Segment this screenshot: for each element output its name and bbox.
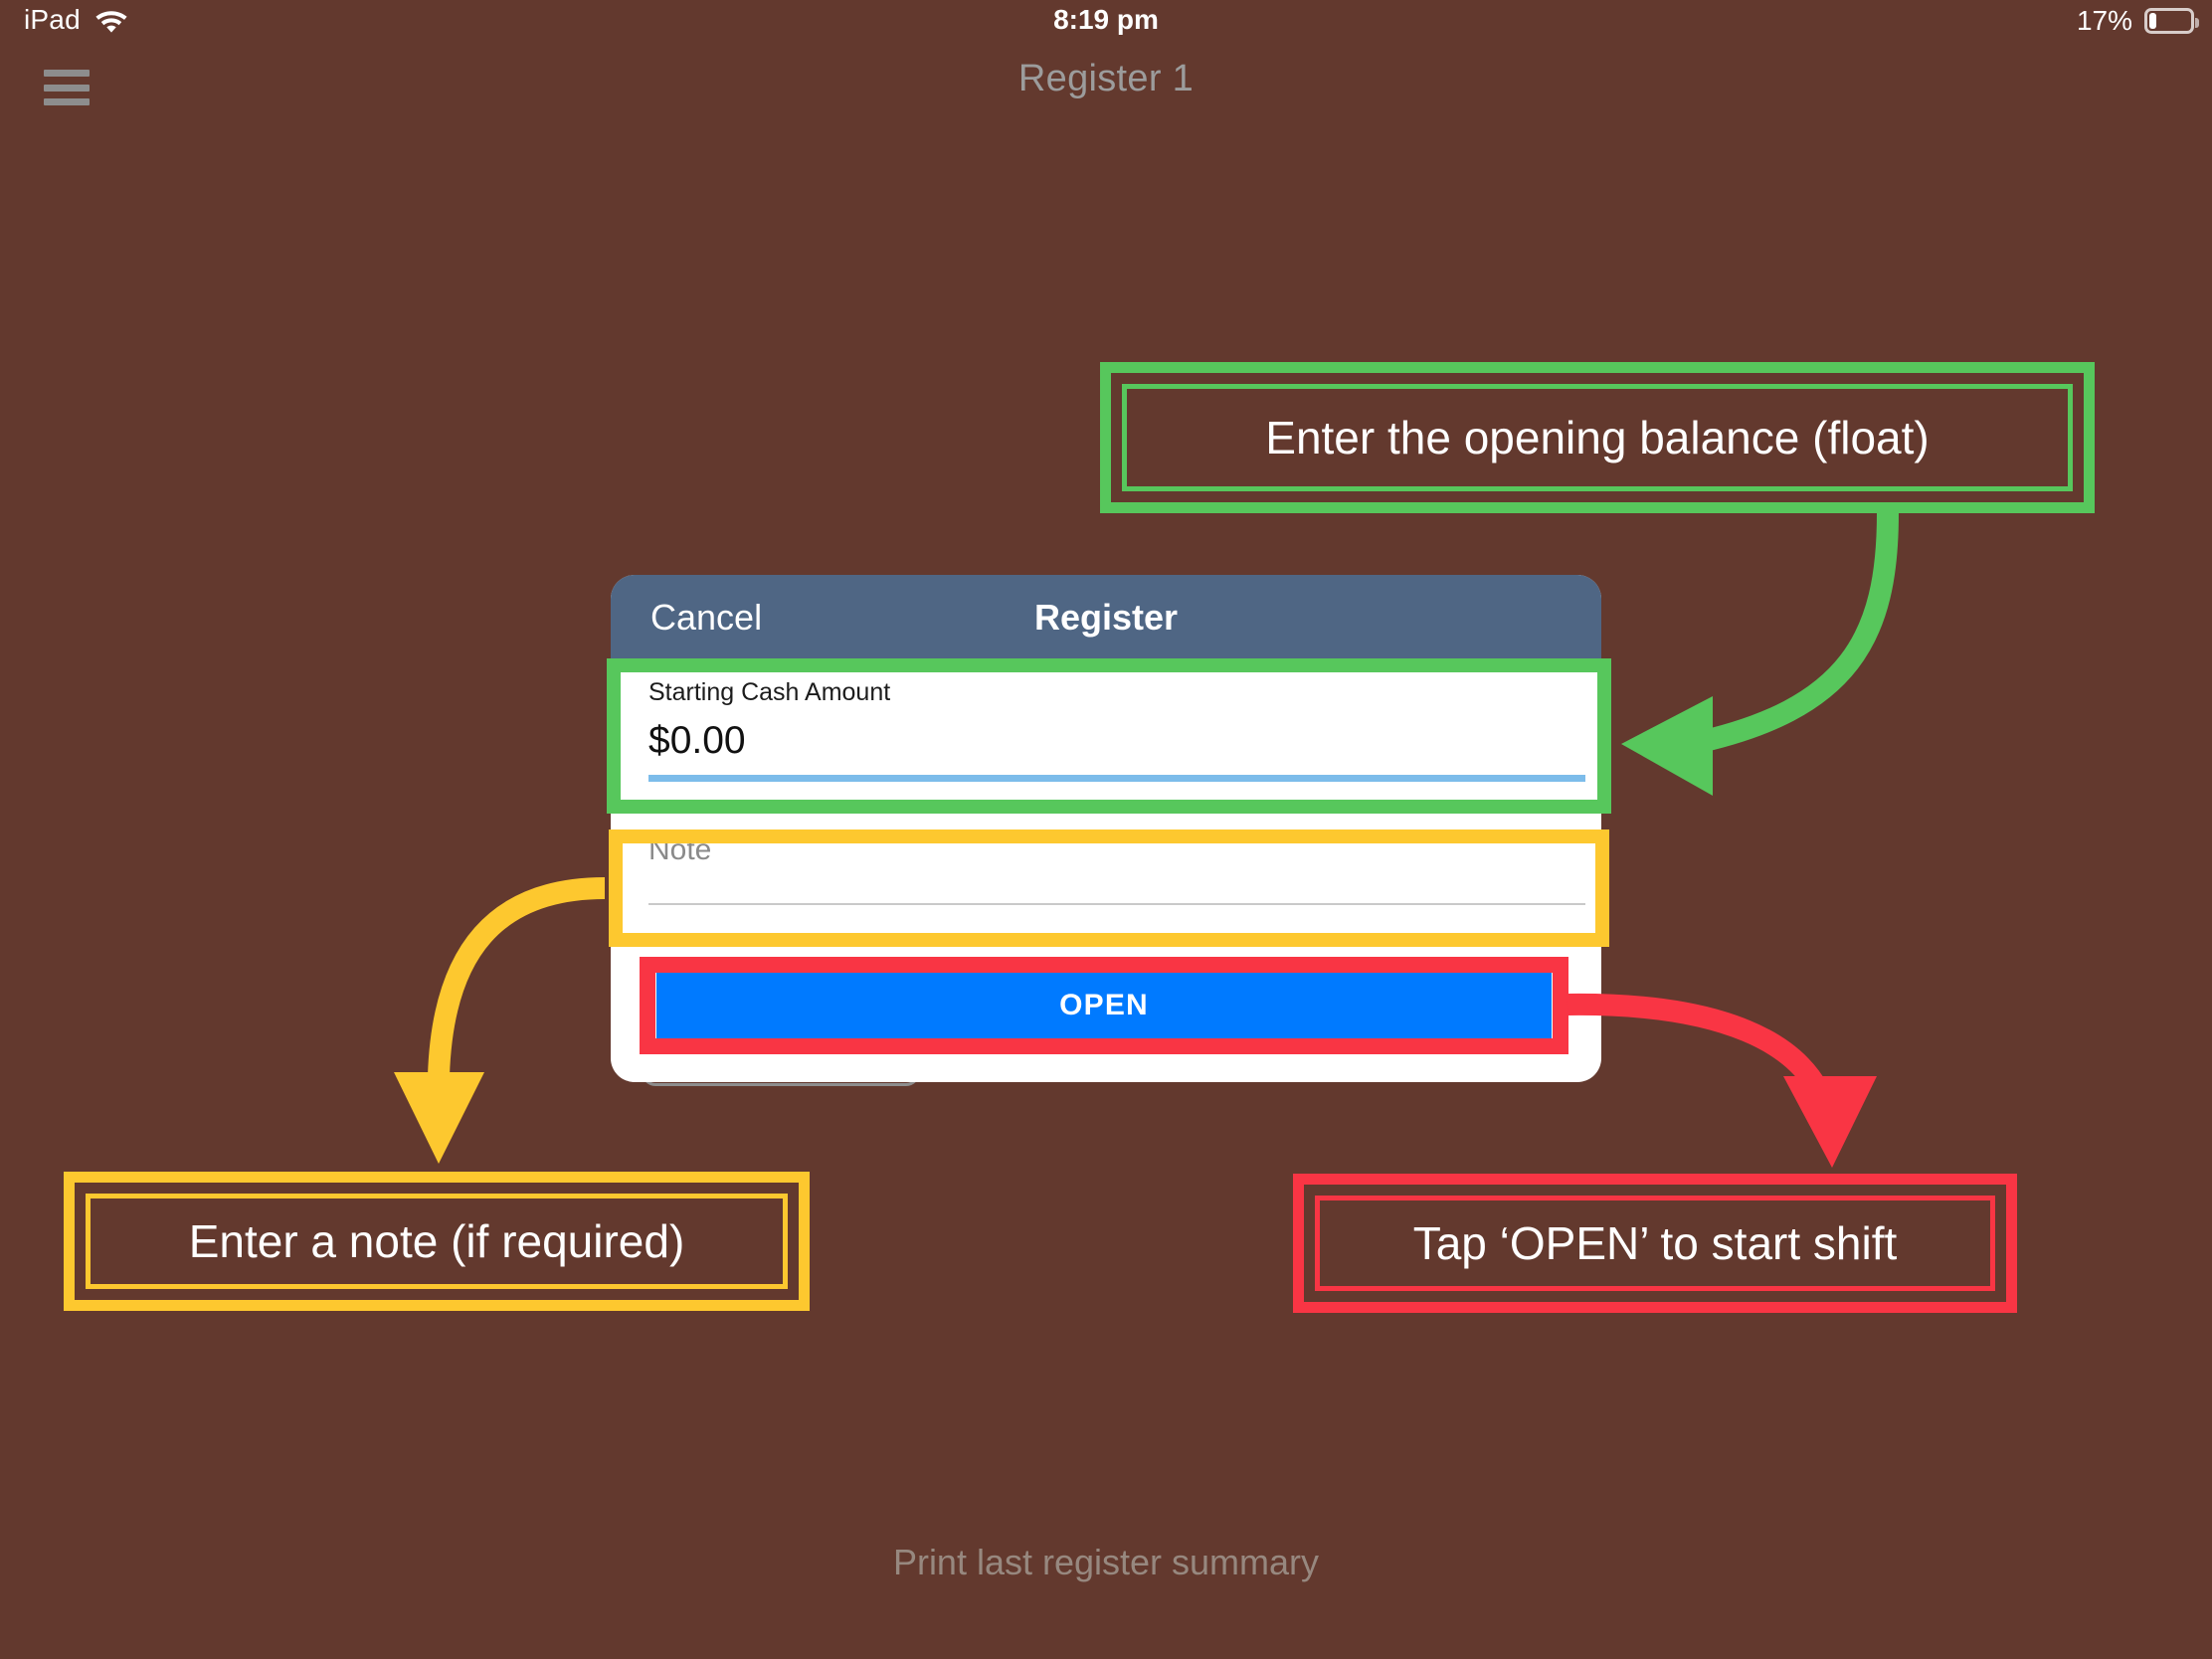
annotation-label-opening-balance: Enter the opening balance (float) <box>1265 412 1930 463</box>
device-label: iPad <box>24 4 81 35</box>
battery-icon <box>2144 8 2199 34</box>
hamburger-bar <box>44 70 90 77</box>
note-underline <box>648 903 1585 905</box>
print-last-register-summary-link[interactable]: Print last register summary <box>892 1542 1320 1582</box>
arrow-red <box>1567 993 1877 1168</box>
starting-cash-amount-value: $0.00 <box>648 719 746 762</box>
status-bar-time: 8:19 pm <box>1053 4 1159 35</box>
annotation-inner-border <box>1122 384 2073 491</box>
status-bar-left: iPad <box>24 4 128 36</box>
annotation-inner-border <box>1315 1196 1995 1291</box>
arrow-green <box>1621 512 1899 796</box>
annotation-label-open: Tap ‘OPEN’ to start shift <box>1412 1217 1898 1269</box>
hamburger-bar <box>44 98 90 105</box>
annotation-inner-border <box>86 1194 788 1289</box>
status-bar: iPad 8:19 pm 17% <box>0 0 2212 44</box>
note-field[interactable]: Note <box>611 796 1601 905</box>
arrow-yellow <box>394 877 606 1164</box>
note-placeholder: Note <box>648 833 712 866</box>
battery-fill <box>2149 13 2157 29</box>
starting-cash-amount-underline <box>648 775 1585 782</box>
page-title: Register 1 <box>1017 58 1195 99</box>
modal-header: Cancel Register <box>611 575 1601 660</box>
open-button[interactable]: OPEN <box>656 973 1552 1038</box>
starting-cash-amount-field[interactable]: Starting Cash Amount $0.00 <box>611 660 1601 782</box>
cancel-button[interactable]: Cancel <box>650 597 763 638</box>
hamburger-menu-icon[interactable] <box>44 70 90 105</box>
hamburger-bar <box>44 84 90 92</box>
status-bar-right: 17% <box>2076 5 2199 37</box>
annotation-box-note: Enter a note (if required) <box>64 1172 810 1311</box>
annotation-box-open: Tap ‘OPEN’ to start shift <box>1293 1174 2017 1313</box>
annotation-box-opening-balance: Enter the opening balance (float) <box>1100 362 2095 513</box>
wifi-icon <box>94 7 128 33</box>
starting-cash-amount-label: Starting Cash Amount <box>648 678 891 706</box>
annotation-label-note: Enter a note (if required) <box>188 1215 685 1267</box>
modal-title: Register <box>1033 597 1179 638</box>
battery-percent-label: 17% <box>2076 5 2132 36</box>
